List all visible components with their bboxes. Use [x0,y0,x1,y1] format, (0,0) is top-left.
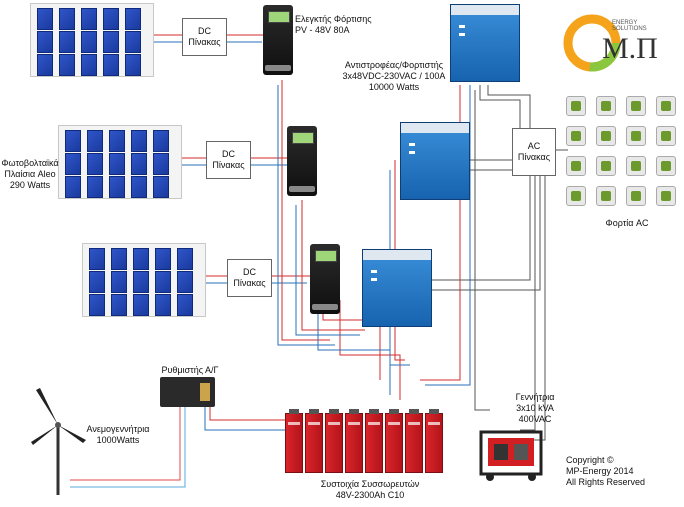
heater-icon [596,126,616,146]
inverter-spec: 3x48VDC-230VAC / 100A [342,71,446,81]
charge-controller-middle [287,126,317,196]
inverter-label: Αντιστροφέας/Φορτιστής 3x48VDC-230VAC / … [338,60,450,93]
battery-bank [285,405,445,475]
pv-label: Φωτοβολταϊκά Πλαίσια Aleo 290 Watts [0,158,60,191]
ac-loads-label: Φορτία AC [605,218,649,228]
inverter-middle [400,122,470,200]
charge-controller-top [263,5,293,75]
ac-loads-grid [566,96,678,208]
dryer-icon [596,186,616,206]
copyright-line3: All Rights Reserved [566,477,646,487]
ac-panel: AC Πίνακας [512,128,556,176]
logo-text: Μ.Π [602,32,658,65]
copyright-line2: MP-Energy 2014 [566,466,634,476]
coffee-icon [656,96,676,116]
battery-label: Συστοιχία Συσσωρευτών 48V-2300Ah C10 [300,479,440,501]
wind-turbine-title: Ανεμογεννήτρια [86,424,150,434]
copyright-block: Copyright © MP-Energy 2014 All Rights Re… [566,455,656,488]
wind-turbine-label: Ανεμογεννήτρια 1000Watts [78,424,158,446]
dc-negative-wires [153,41,471,431]
dc-panel-middle-line2: Πίνακας [212,160,245,170]
charge-controller-label: Ελεγκτής Φόρτισης PV - 48V 80A [295,14,375,36]
microwave-icon [566,96,586,116]
ac-panel-line1: AC [527,141,541,151]
wind-regulator-label: Ρυθμιστής Α/Γ [161,365,219,375]
dc-panel-top-line1: DC [198,26,211,36]
ac-panel-line2: Πίνακας [517,152,551,162]
dc-panel-middle-line1: DC [222,149,235,159]
generator-spec: 3x10 kVA [516,403,554,413]
pv-model: Πλαίσια Aleo [4,169,56,179]
ac-wires [420,85,568,441]
stove-icon [596,96,616,116]
oven-icon [596,156,616,176]
logo-subtitle: ENERGY SOLUTIONS [612,20,647,32]
battery-spec: 48V-2300Ah C10 [335,490,405,500]
wind-wires [70,400,186,488]
fan-icon [626,126,646,146]
charge-controller-spec: PV - 48V 80A [295,25,350,35]
charge-controller-title: Ελεγκτής Φόρτισης [295,14,372,24]
fridge-icon [566,156,586,176]
washer-icon [566,126,586,146]
dc-panel-bottom: DC Πίνακας [227,259,272,297]
wind-turbine-power: 1000Watts [96,435,140,445]
logo-mark-icon [563,14,621,72]
pv-array-middle [58,125,182,199]
battery-title: Συστοιχία Συσσωρευτών [320,479,420,489]
dc-panel-bottom-line2: Πίνακας [233,278,266,288]
generator-icon [479,430,543,481]
inverter-top [450,4,520,82]
copyright-line1: Copyright © [566,455,614,465]
pv-power: 290 Watts [9,180,51,190]
generator-label: Γεννήτρια 3x10 kVA 400VAC [505,392,565,425]
pv-title: Φωτοβολταϊκά [1,158,59,168]
inverter-power: 10000 Watts [368,82,420,92]
pv-array-top [30,3,154,77]
dc-panel-top-line2: Πίνακας [188,37,221,47]
wind-regulator-device [160,377,215,407]
pv-array-bottom [82,243,206,317]
dc-panel-top: DC Πίνακας [182,18,227,56]
company-logo: ENERGY SOLUTIONS Μ.Π [562,8,672,78]
tv-icon [656,186,676,206]
blender-icon [626,156,646,176]
satellite-icon [626,186,646,206]
wind-turbine-icon [31,388,86,495]
mixer-icon [656,126,676,146]
inverter-bottom [362,249,432,327]
iron-icon [566,186,586,206]
dc-panel-bottom-line1: DC [243,267,256,277]
dc-panel-middle: DC Πίνακας [206,141,251,179]
inverter-title: Αντιστροφέας/Φορτιστής [344,60,444,70]
kettle-icon [656,156,676,176]
hood-icon [626,96,646,116]
charge-controller-bottom [310,244,340,314]
generator-title: Γεννήτρια [515,392,555,402]
generator-voltage: 400VAC [518,414,552,424]
